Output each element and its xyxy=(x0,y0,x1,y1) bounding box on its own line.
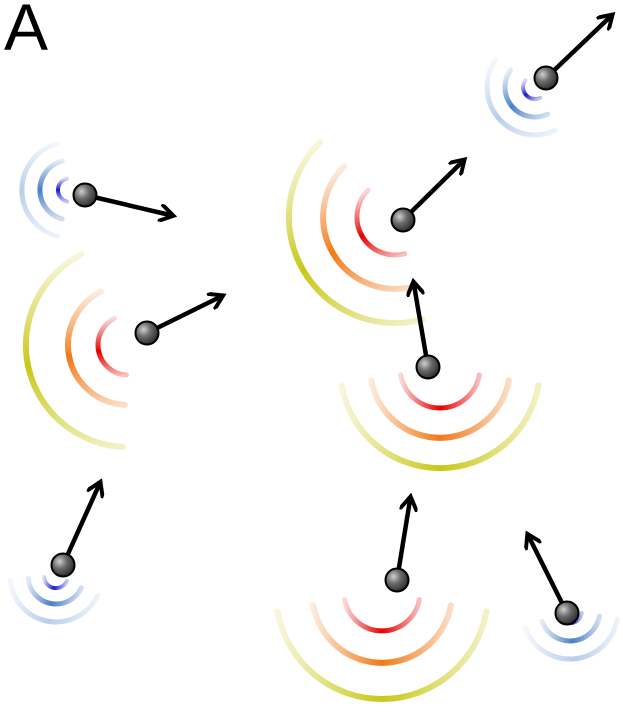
particle-ball-icon xyxy=(390,207,416,233)
strong-signal-arc xyxy=(398,372,482,411)
weak-signal-arc xyxy=(37,158,65,222)
weak-signal-arc xyxy=(7,577,101,625)
strong-signal-arc xyxy=(22,251,126,450)
strong-signal-arc xyxy=(310,602,454,666)
strong-signal-arc xyxy=(285,139,426,327)
particle-ball-icon xyxy=(134,320,160,346)
strong-signal-arc xyxy=(354,187,408,258)
weak-signal-arc xyxy=(19,141,61,239)
particle-ball-icon xyxy=(554,600,580,626)
weak-signal-arc xyxy=(42,575,69,591)
weak-signal-arc xyxy=(25,575,84,607)
particle-p8 xyxy=(522,537,620,662)
panel-label: A xyxy=(4,0,49,64)
direction-arrow-icon xyxy=(543,17,610,81)
strong-signal-arc xyxy=(342,597,422,634)
particle-p4 xyxy=(285,139,462,327)
particle-ball-icon xyxy=(533,65,559,91)
direction-arrow-icon xyxy=(82,192,170,215)
weak-signal-arc xyxy=(522,616,620,662)
strong-signal-arc xyxy=(95,315,129,378)
particle-ball-icon xyxy=(72,182,98,208)
particle-ball-icon xyxy=(415,354,441,380)
weak-signal-arc xyxy=(484,57,558,138)
weak-signal-arc xyxy=(539,613,602,644)
direction-arrow-icon xyxy=(60,485,99,568)
weak-signal-arc xyxy=(502,67,551,120)
particle-p7 xyxy=(274,500,490,702)
direction-arrow-icon xyxy=(529,537,570,616)
strong-signal-arc xyxy=(320,163,417,292)
particle-p2 xyxy=(484,17,610,138)
weak-signal-arc xyxy=(521,78,543,102)
strong-signal-arc xyxy=(274,608,490,702)
particle-p5 xyxy=(338,285,542,472)
weak-signal-arc xyxy=(56,176,69,204)
particle-p3 xyxy=(22,251,220,450)
direction-arrow-icon xyxy=(144,297,220,336)
strong-signal-arc xyxy=(65,288,128,408)
particle-p1 xyxy=(19,141,170,239)
direction-arrow-icon xyxy=(394,500,410,583)
particle-ball-icon xyxy=(384,567,410,593)
particle-p6 xyxy=(7,485,101,625)
particle-ball-icon xyxy=(50,552,76,578)
strong-signal-arc xyxy=(338,382,542,472)
direction-arrow-icon xyxy=(414,285,431,370)
direction-arrow-icon xyxy=(400,162,462,223)
strong-signal-arc xyxy=(368,377,512,441)
